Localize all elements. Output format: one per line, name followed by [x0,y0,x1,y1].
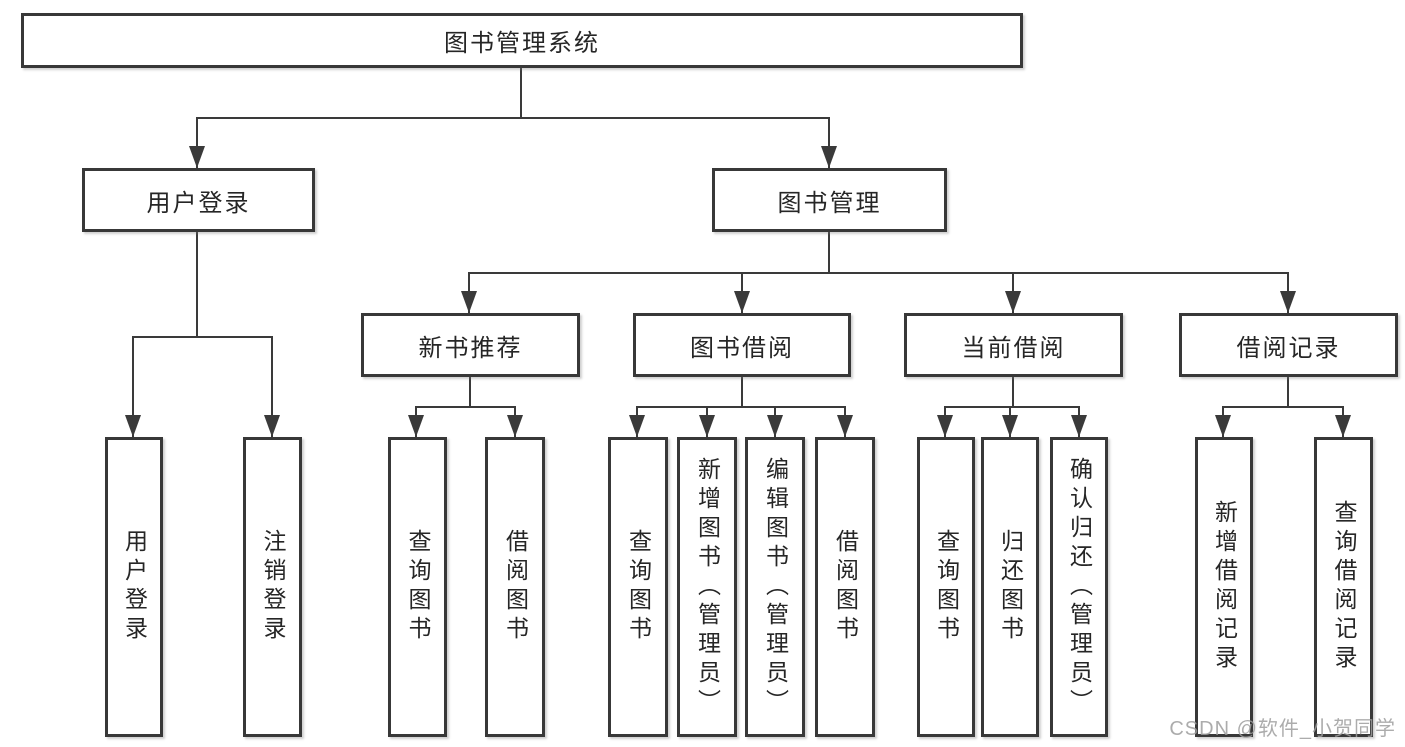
leaf-confirm-return-admin: 确认归还（管理员） [1050,437,1108,737]
connector-line [196,117,830,119]
arrowhead-down-icon [767,415,783,437]
connector-line [415,406,516,408]
connector-line [1287,377,1289,408]
connector-line [520,68,522,119]
arrowhead-down-icon [1335,415,1351,437]
leaf-edit-books-admin-label: 编辑图书（管理员） [762,456,789,718]
leaf-edit-books-admin: 编辑图书（管理员） [745,437,805,737]
connector-line [1012,377,1014,408]
arrowhead-down-icon [734,291,750,313]
node-current-borrowing: 当前借阅 [904,313,1123,377]
arrowhead-down-icon [189,146,205,168]
csdn-watermark: CSDN @软件_小贺同学 [1169,718,1396,740]
arrowhead-down-icon [408,415,424,437]
node-new-book-recommend: 新书推荐 [361,313,580,377]
leaf-add-borrow-record-label: 新增借阅记录 [1211,500,1238,674]
leaf-borrow-books-recommend: 借阅图书 [485,437,545,737]
arrowhead-down-icon [507,415,523,437]
leaf-return-books: 归还图书 [981,437,1039,737]
node-current-borrowing-label: 当前借阅 [961,334,1066,362]
leaf-return-books-label: 归还图书 [997,529,1024,645]
leaf-add-books-admin: 新增图书（管理员） [677,437,737,737]
arrowhead-down-icon [629,415,645,437]
arrowhead-down-icon [461,291,477,313]
arrowhead-down-icon [125,415,141,437]
connector-line [132,337,134,437]
node-new-book-recommend-label: 新书推荐 [418,334,523,362]
leaf-borrow-books-recommend-label: 借阅图书 [502,529,529,645]
leaf-query-books-current-label: 查询图书 [933,529,960,645]
leaf-user-login-label: 用户登录 [121,529,148,645]
node-book-management: 图书管理 [712,168,947,232]
connector-line [196,232,198,338]
leaf-logout: 注销登录 [243,437,302,737]
leaf-query-borrow-record: 查询借阅记录 [1314,437,1373,737]
connector-line [468,272,1289,274]
arrowhead-down-icon [1002,415,1018,437]
arrowhead-down-icon [1071,415,1087,437]
connector-line [741,377,743,408]
leaf-user-login: 用户登录 [105,437,163,737]
arrowhead-down-icon [699,415,715,437]
node-library-system: 图书管理系统 [21,13,1023,68]
node-book-borrowing: 图书借阅 [633,313,851,377]
node-user-login: 用户登录 [82,168,315,232]
connector-line [132,336,273,338]
arrowhead-down-icon [1280,291,1296,313]
leaf-query-books-borrowing-label: 查询图书 [625,529,652,645]
arrowhead-down-icon [1215,415,1231,437]
arrowhead-down-icon [264,415,280,437]
connector-line [469,377,471,408]
arrowhead-down-icon [837,415,853,437]
leaf-logout-label: 注销登录 [260,529,286,645]
leaf-borrow-books-borrowing-label: 借阅图书 [832,529,859,645]
leaf-confirm-return-admin-label: 确认归还（管理员） [1066,456,1093,718]
arrowhead-down-icon [937,415,953,437]
leaf-add-borrow-record: 新增借阅记录 [1195,437,1253,737]
node-library-system-label: 图书管理系统 [444,30,600,57]
node-user-login-label: 用户登录 [146,189,251,217]
connector-line [196,118,198,168]
leaf-query-borrow-record-label: 查询借阅记录 [1331,500,1357,674]
node-book-management-label: 图书管理 [777,189,882,217]
node-borrow-records-label: 借阅记录 [1236,334,1341,362]
connector-line [828,118,830,168]
arrowhead-down-icon [1005,291,1021,313]
connector-line [1222,406,1344,408]
connector-line [636,406,846,408]
leaf-add-books-admin-label: 新增图书（管理员） [694,456,721,718]
arrowhead-down-icon [821,146,837,168]
leaf-query-books-borrowing: 查询图书 [608,437,668,737]
connector-line [271,337,273,437]
leaf-query-books-recommend: 查询图书 [388,437,447,737]
connector-line [944,406,1080,408]
leaf-query-books-current: 查询图书 [917,437,975,737]
connector-line [828,232,830,274]
node-borrow-records: 借阅记录 [1179,313,1398,377]
leaf-query-books-recommend-label: 查询图书 [405,529,431,645]
leaf-borrow-books-borrowing: 借阅图书 [815,437,875,737]
node-book-borrowing-label: 图书借阅 [690,334,794,362]
